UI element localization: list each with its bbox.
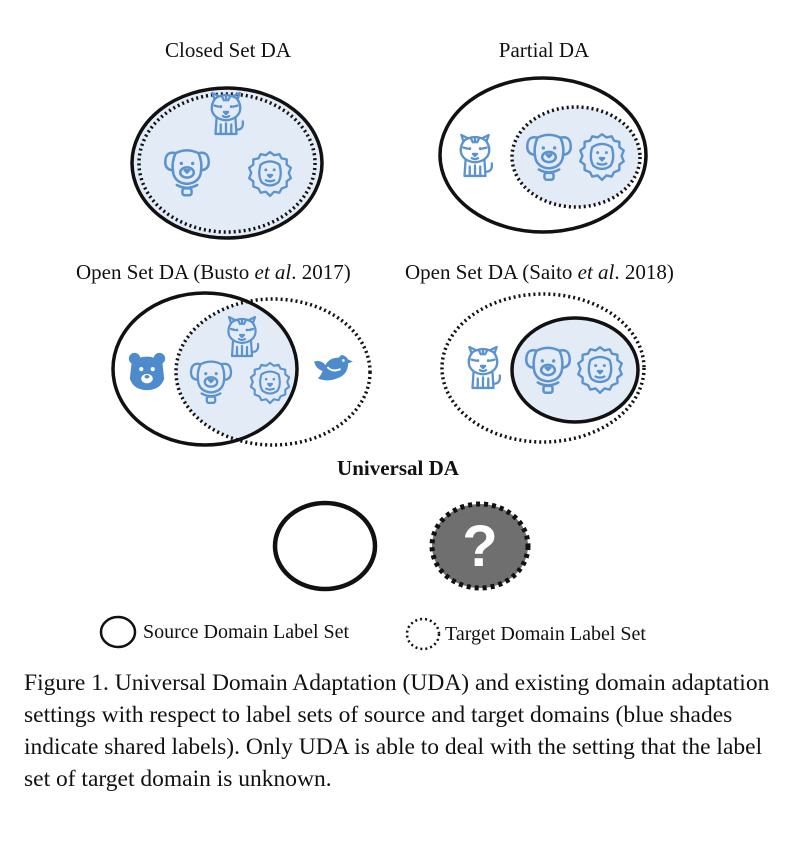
busto-source-ellipse bbox=[111, 291, 299, 447]
partial-title: Partial DA bbox=[499, 38, 590, 62]
bird-icon bbox=[313, 353, 354, 382]
legend-target-label: Target Domain Label Set bbox=[445, 623, 646, 645]
universal-target-ellipse bbox=[429, 501, 531, 591]
universal-panel: Universal DA ? bbox=[272, 456, 531, 592]
open-set-busto-title: Open Set DA (Busto et al. 2017) bbox=[76, 260, 351, 284]
saito-source-ellipse bbox=[510, 316, 640, 424]
partial-panel: Partial DA bbox=[438, 38, 648, 234]
figure-caption: Figure 1. Universal Domain Adaptation (U… bbox=[24, 670, 770, 792]
open-set-saito-title: Open Set DA (Saito et al. 2018) bbox=[405, 260, 674, 284]
open-set-saito-panel: Open Set DA (Saito et al. 2018) bbox=[405, 260, 674, 444]
closed-set-panel: Closed Set DA bbox=[130, 38, 324, 240]
open-set-busto-panel: Open Set DA (Busto et al. 2017) bbox=[76, 260, 372, 447]
legend: Source Domain Label Set Target Domain La… bbox=[99, 615, 646, 651]
universal-title: Universal DA bbox=[337, 456, 460, 480]
legend-target-swatch bbox=[405, 617, 441, 651]
legend-source-label: Source Domain Label Set bbox=[143, 621, 349, 643]
partial-shared-ellipse bbox=[510, 105, 642, 209]
uda-diagram: Closed Set DA Partial DA Open Set DA (Bu… bbox=[76, 38, 674, 651]
closed-set-title: Closed Set DA bbox=[165, 38, 292, 62]
universal-source-ellipse bbox=[272, 500, 378, 592]
unknown-label-set-mark: ? bbox=[462, 514, 497, 579]
busto-target-ellipse bbox=[174, 297, 372, 447]
closed-set-source-ellipse bbox=[130, 86, 324, 240]
bear-icon bbox=[128, 352, 166, 391]
legend-source-swatch bbox=[99, 615, 137, 649]
